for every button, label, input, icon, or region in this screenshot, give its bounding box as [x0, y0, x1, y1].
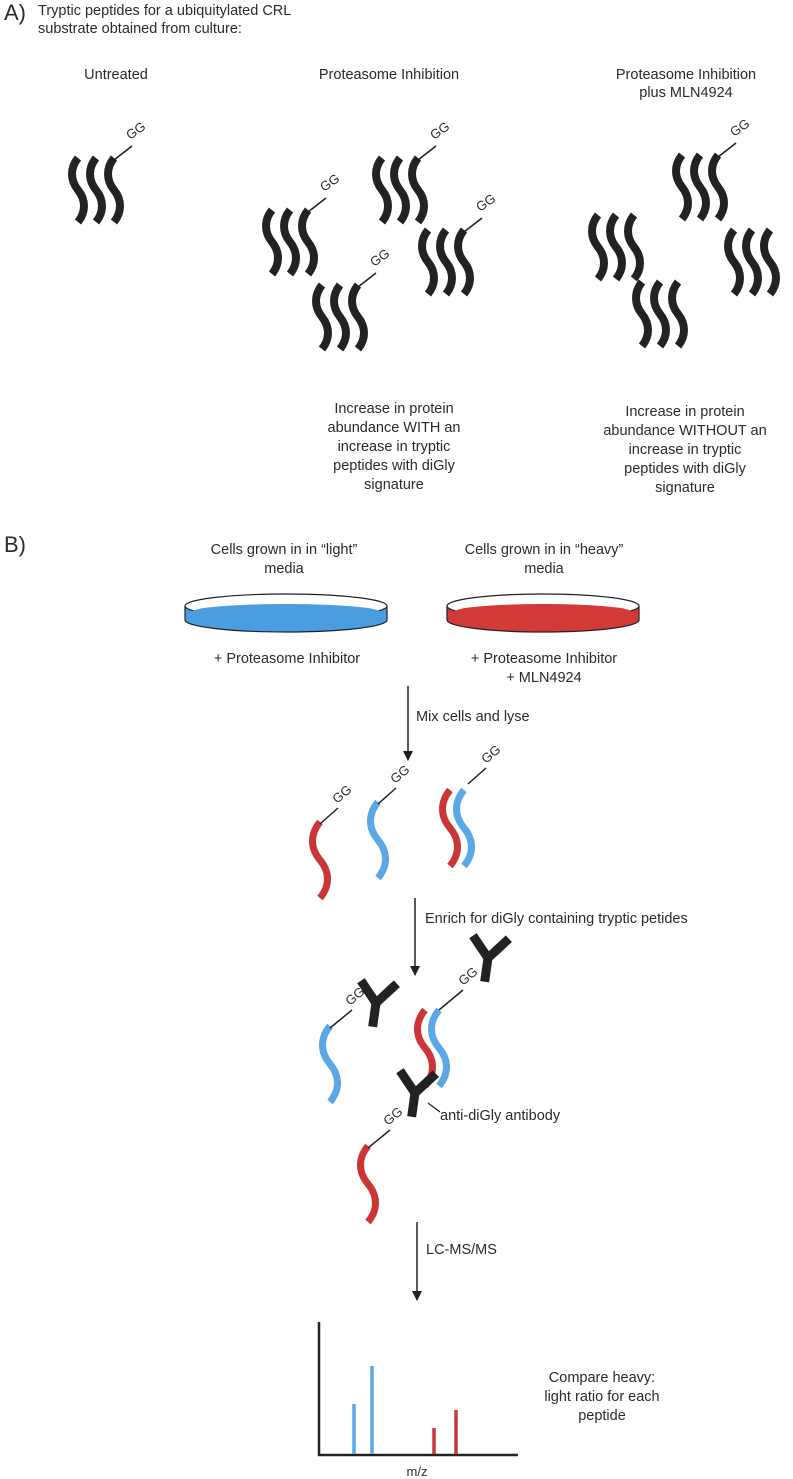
- light-dish-label-line-2: media: [264, 561, 304, 577]
- gg-tag: GG: [427, 119, 452, 143]
- peptide-inhibition-1: GG: [266, 171, 342, 274]
- lysate-light-peptide: GG: [371, 762, 412, 878]
- gg-tag: GG: [123, 119, 148, 143]
- panel-a-intro-line-2: substrate obtained from culture:: [38, 21, 242, 37]
- peptide-inhibition-3: GG: [316, 246, 392, 349]
- gg-tag: GG: [478, 742, 503, 766]
- caption-with-line-1: Increase in protein: [334, 401, 453, 417]
- step-lcms-label: LC-MS/MS: [426, 1242, 497, 1258]
- gg-tag: GG: [387, 762, 412, 786]
- peptide-inhibition-2: GG: [376, 119, 452, 222]
- heavy-treatment-line-1: + Proteasome Inhibitor: [471, 651, 617, 667]
- gg-tag: GG: [317, 171, 342, 195]
- peptide-untreated: GG: [72, 119, 148, 222]
- heavy-dish-label-line-1: Cells grown in in “heavy”: [465, 542, 624, 558]
- light-treatment-label: + Proteasome Inhibitor: [214, 651, 360, 667]
- light-media-dish: [184, 593, 388, 633]
- caption-with-line-3: increase in tryptic: [338, 439, 451, 455]
- caption-without-line-3: increase in tryptic: [629, 442, 742, 458]
- gg-tag: GG: [727, 116, 752, 140]
- peptide-mln-2: GG: [676, 116, 752, 219]
- panel-a-letter: A): [4, 0, 26, 25]
- antibody-light-complex: GG: [323, 979, 397, 1102]
- step-mix-label: Mix cells and lyse: [416, 709, 530, 725]
- caption-with-line-2: abundance WITH an: [328, 420, 461, 436]
- lysate-paired-peptide: GG: [443, 742, 503, 866]
- lysate-heavy-peptide: GG: [313, 782, 354, 898]
- panel-b-letter: B): [4, 532, 26, 557]
- column-title-untreated: Untreated: [84, 67, 148, 83]
- compare-line-2: light ratio for each: [544, 1389, 659, 1405]
- caption-without-increase: Increase in protein abundance WITHOUT an…: [603, 404, 766, 496]
- spectrum-x-label: m/z: [407, 1464, 428, 1479]
- panel-a-intro-line-1: Tryptic peptides for a ubiquitylated CRL: [38, 3, 291, 19]
- compare-line-1: Compare heavy:: [549, 1370, 655, 1386]
- light-dish-label-line-1: Cells grown in in “light”: [211, 542, 358, 558]
- gg-tag: GG: [455, 964, 480, 988]
- caption-with-line-5: signature: [364, 477, 424, 493]
- caption-without-line-1: Increase in protein: [625, 404, 744, 420]
- caption-without-line-4: peptides with diGly: [624, 461, 746, 477]
- caption-without-line-5: signature: [655, 480, 715, 496]
- gg-tag: GG: [473, 191, 498, 215]
- heavy-dish-label-line-2: media: [524, 561, 564, 577]
- step-enrich-label: Enrich for diGly containing tryptic peti…: [425, 911, 688, 927]
- antibody-heavy-complex: GG: [361, 1069, 436, 1222]
- peptide-mln-3: [636, 282, 684, 346]
- peptide-mln-4: [728, 230, 776, 294]
- heavy-treatment-line-2: + MLN4924: [506, 670, 581, 686]
- mass-spectrum: m/z: [317, 1322, 518, 1479]
- gg-tag: GG: [380, 1104, 405, 1128]
- gg-tag: GG: [329, 782, 354, 806]
- peptide-mln-1: [592, 215, 640, 279]
- antibody-leader-line: [427, 1102, 441, 1113]
- caption-with-line-4: peptides with diGly: [333, 458, 455, 474]
- column-title-inhibition-mln-line-1: Proteasome Inhibition: [616, 67, 756, 83]
- antibody-paired-complex: GG: [418, 934, 509, 1086]
- column-title-proteasome-inhibition: Proteasome Inhibition: [319, 67, 459, 83]
- peptide-inhibition-4: GG: [422, 191, 498, 294]
- caption-without-line-2: abundance WITHOUT an: [603, 423, 766, 439]
- antibody-label: anti-diGly antibody: [440, 1108, 561, 1124]
- heavy-media-dish: [446, 593, 640, 633]
- caption-with-increase: Increase in protein abundance WITH an in…: [328, 401, 461, 493]
- column-title-inhibition-mln-line-2: plus MLN4924: [639, 85, 733, 101]
- gg-tag: GG: [367, 246, 392, 270]
- compare-line-3: peptide: [578, 1408, 626, 1424]
